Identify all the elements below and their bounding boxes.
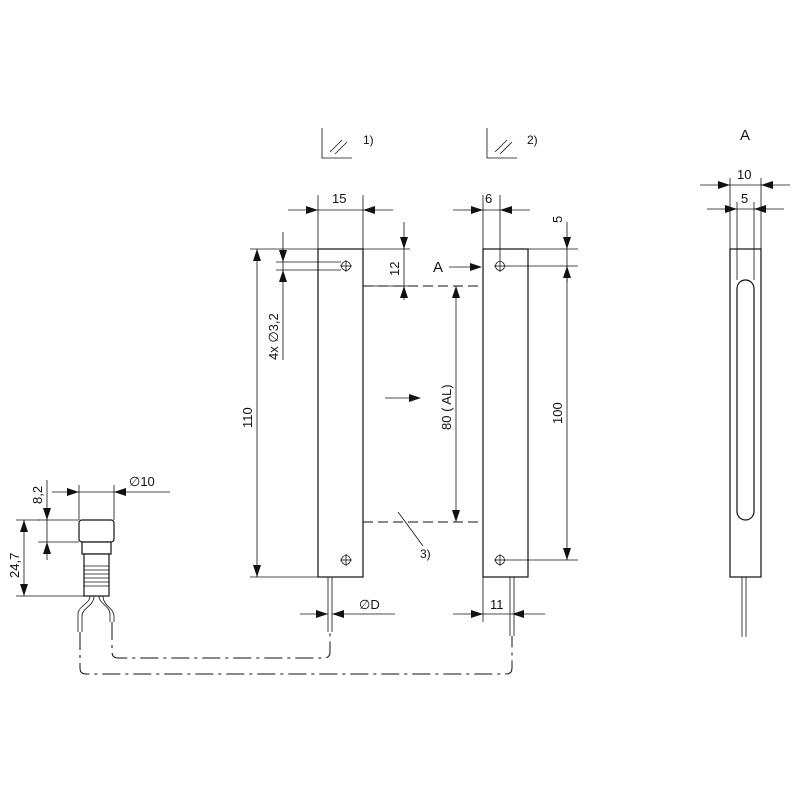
receiver-symbol xyxy=(486,128,517,159)
emitter-symbol xyxy=(321,128,352,159)
dim-emitter-width-label: 15 xyxy=(332,191,346,206)
note-1-label: 1) xyxy=(363,133,374,147)
dim-connector-length-label: 24,7 xyxy=(7,553,22,578)
dim-connector-head xyxy=(38,480,79,560)
view-a-title: A xyxy=(740,127,750,144)
dim-hole-spec-label: 4x ∅3,2 xyxy=(266,313,281,360)
dim-hole-spec xyxy=(276,232,341,360)
dim-side-inner xyxy=(707,202,784,280)
receiver-hole-bottom xyxy=(494,554,506,566)
beam-direction-arrow xyxy=(385,394,421,402)
cable-route-emitter xyxy=(111,622,331,659)
dim-connector-diameter xyxy=(52,485,170,520)
dim-side-width-label: 10 xyxy=(737,167,751,182)
dim-receiver-length xyxy=(506,266,578,561)
note-3-label: 3) xyxy=(420,547,431,561)
view-a-arrow xyxy=(449,263,482,271)
connector-plug xyxy=(78,519,115,597)
side-view-body xyxy=(729,248,762,578)
emitter-bar xyxy=(317,248,364,578)
dim-emitter-length-label: 110 xyxy=(240,407,255,428)
dim-receiver-top-label: 5 xyxy=(550,216,565,223)
dim-receiver-offset-label: 6 xyxy=(485,191,492,206)
emitter-cable xyxy=(327,577,333,632)
dim-side-inner-label: 5 xyxy=(741,191,748,206)
emitter-hole-top xyxy=(340,260,352,272)
light-beam-area xyxy=(363,285,483,523)
receiver-cable xyxy=(509,577,515,636)
emitter-hole-bottom xyxy=(340,554,352,566)
dim-hole-pitch-top xyxy=(363,222,410,300)
dim-side-width xyxy=(700,178,790,249)
connector-leads xyxy=(77,595,115,632)
dim-connector-head-label: 8,2 xyxy=(30,486,45,504)
dim-emitter-length xyxy=(250,248,318,578)
receiver-bar xyxy=(482,248,529,578)
cable-route-receiver xyxy=(79,632,513,675)
view-a-arrow-label: A xyxy=(433,259,443,276)
dim-connector-length xyxy=(16,519,84,597)
dim-active-length-label: 80 ( AL) xyxy=(439,384,454,430)
dim-receiver-offset xyxy=(453,195,530,260)
note-2-label: 2) xyxy=(527,133,538,147)
dim-receiver-length-label: 100 xyxy=(550,402,565,424)
side-view-cable xyxy=(741,577,747,637)
dim-connector-diameter-label: ∅10 xyxy=(129,474,155,489)
dim-cable-offset-label: 11 xyxy=(490,597,504,612)
dim-cable-diameter-label: ∅D xyxy=(359,597,380,612)
dim-emitter-width xyxy=(288,195,393,249)
dim-cable-diameter xyxy=(300,610,395,618)
receiver-hole-top xyxy=(494,260,506,272)
dim-cable-offset xyxy=(453,577,545,622)
note-3-leader xyxy=(397,511,424,547)
dim-hole-pitch-top-label: 12 xyxy=(387,262,402,276)
dim-active-length xyxy=(452,286,460,522)
